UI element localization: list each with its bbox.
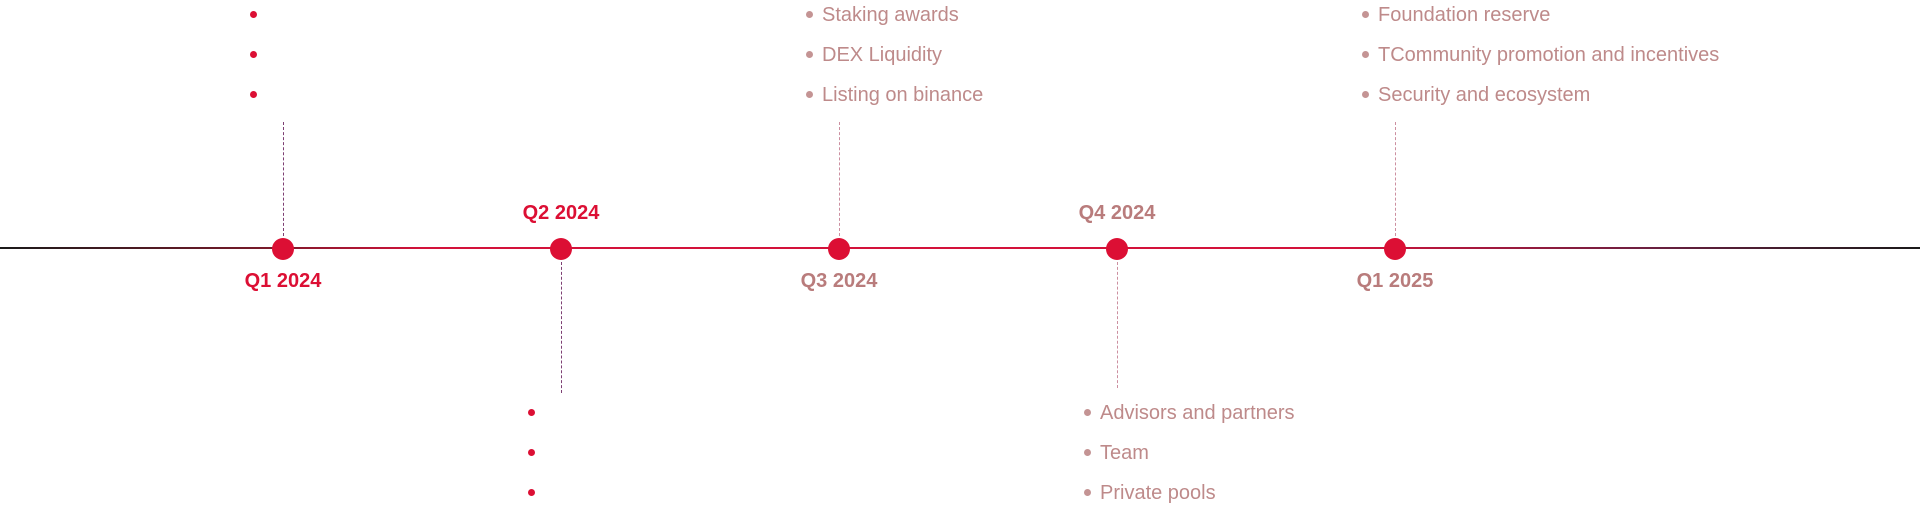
milestone-node [1384, 238, 1406, 260]
milestone-node [828, 238, 850, 260]
bullet-icon [1362, 51, 1369, 58]
connector-line [1395, 122, 1396, 236]
milestone-node [272, 238, 294, 260]
list-item [528, 399, 544, 439]
connector-line [561, 262, 562, 393]
item-label: Security and ecosystem [1378, 84, 1591, 106]
list-item: TCommunity promotion and incentives [1362, 41, 1719, 81]
milestone-items: Foundation reserve TCommunity promotion … [1362, 1, 1719, 121]
list-item: Staking awards [806, 1, 983, 41]
item-label: Private pools [1100, 482, 1216, 504]
bullet-icon [250, 11, 257, 18]
list-item: Listing on binance [806, 81, 983, 121]
list-item: Advisors and partners [1084, 399, 1295, 439]
item-label: Listing on binance [822, 84, 984, 106]
bullet-icon [250, 51, 257, 58]
bullet-icon [1084, 489, 1091, 496]
connector-line [839, 122, 840, 236]
milestone-label: Q1 2024 [244, 270, 322, 292]
bullet-icon [806, 11, 813, 18]
milestone-items [528, 399, 544, 519]
list-item [250, 41, 266, 81]
item-label: Foundation reserve [1378, 4, 1551, 26]
bullet-icon [806, 91, 813, 98]
milestone-items: Advisors and partners Team Private pools [1084, 399, 1295, 519]
bullet-icon [1362, 11, 1369, 18]
bullet-icon [1084, 449, 1091, 456]
list-item: Foundation reserve [1362, 1, 1719, 41]
item-label: Staking awards [822, 4, 959, 26]
item-label: DEX Liquidity [822, 44, 943, 66]
list-item: Team [1084, 439, 1295, 479]
list-item [528, 479, 544, 519]
bullet-icon [1362, 91, 1369, 98]
milestone-label: Q4 2024 [1078, 202, 1156, 224]
list-item: DEX Liquidity [806, 41, 983, 81]
milestone-items: Staking awards DEX Liquidity Listing on … [806, 1, 983, 121]
milestone-node [550, 238, 572, 260]
bullet-icon [806, 51, 813, 58]
bullet-icon [528, 489, 535, 496]
bullet-icon [528, 409, 535, 416]
milestone-label: Q3 2024 [800, 270, 878, 292]
list-item: Security and ecosystem [1362, 81, 1719, 121]
list-item [528, 439, 544, 479]
connector-line [283, 122, 284, 236]
bullet-icon [250, 91, 257, 98]
milestone-items [250, 1, 266, 121]
bullet-icon [1084, 409, 1091, 416]
timeline-axis [0, 247, 1920, 249]
milestone-label: Q2 2024 [522, 202, 600, 224]
list-item [250, 1, 266, 41]
milestone-label: Q1 2025 [1356, 270, 1434, 292]
milestone-node [1106, 238, 1128, 260]
bullet-icon [528, 449, 535, 456]
item-label: TCommunity promotion and incentives [1378, 44, 1720, 66]
item-label: Advisors and partners [1100, 402, 1295, 424]
list-item [250, 81, 266, 121]
item-label: Team [1100, 442, 1149, 464]
list-item: Private pools [1084, 479, 1295, 519]
connector-line [1117, 262, 1118, 388]
